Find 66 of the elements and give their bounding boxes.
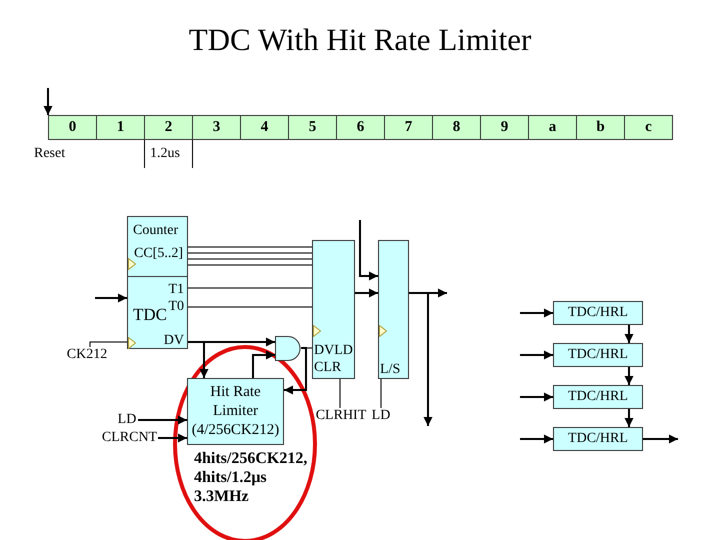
pin-label: DVLD <box>314 343 353 359</box>
timeline-cell: b <box>576 115 625 140</box>
tdc-hrl-block: TDC/HRL <box>553 301 643 325</box>
arrow <box>409 292 432 426</box>
tdc-hrl-block: TDC/HRL <box>553 343 643 367</box>
arrow <box>520 434 553 444</box>
tdc-hrl-block: TDC/HRL <box>553 427 643 451</box>
arrow <box>520 392 553 402</box>
timeline-cell: 8 <box>432 115 481 140</box>
arrow <box>252 350 275 378</box>
signal-label: CK212 <box>64 347 110 363</box>
wire <box>188 264 312 266</box>
timeline-cell: 4 <box>240 115 289 140</box>
timeline-cell: 6 <box>336 115 385 140</box>
pin-label: T0 <box>168 299 184 315</box>
wire <box>188 306 312 308</box>
arrow <box>95 294 127 302</box>
arrow <box>624 325 634 343</box>
limiter-block: Hit Rate Limiter (4/256CK212) <box>187 378 284 445</box>
pin-label: CLR <box>314 360 342 376</box>
pin-label: CC[5..2] <box>134 246 183 262</box>
arrow <box>520 350 553 360</box>
reset-label: Reset <box>34 146 66 162</box>
arrow <box>188 341 208 378</box>
timeline-cell: 5 <box>288 115 337 140</box>
and-gate-symbol <box>275 336 301 361</box>
arrow <box>359 220 378 280</box>
interval-label: 1.2us <box>150 146 180 162</box>
timeline-cell: 7 <box>384 115 433 140</box>
timeline-cell: 2 <box>144 115 193 140</box>
block-title: TDC <box>133 305 167 324</box>
arrow <box>44 88 52 115</box>
arrow <box>624 409 634 427</box>
pin-label: T1 <box>168 282 184 298</box>
register-block <box>312 240 355 379</box>
counter-block <box>127 216 188 277</box>
wire <box>188 252 312 254</box>
timeline-cell: 1 <box>96 115 145 140</box>
signal-label: LD <box>116 412 138 428</box>
diagram-title: TDC With Hit Rate Limiter <box>188 22 532 58</box>
timeline-cell: 3 <box>192 115 241 140</box>
wire <box>188 246 312 248</box>
timeline-cell: 9 <box>480 115 529 140</box>
wire <box>90 342 128 348</box>
timeline-cell: a <box>528 115 577 140</box>
arrow <box>520 308 553 318</box>
pin-label: L/S <box>380 362 400 378</box>
arrow <box>643 434 678 444</box>
signal-label: CLRHIT <box>314 408 368 424</box>
register-block <box>378 240 409 379</box>
arrow <box>284 347 307 394</box>
arrow <box>158 434 187 442</box>
wire <box>188 258 312 260</box>
pin-label: DV <box>164 333 184 349</box>
arrow <box>138 416 187 424</box>
signal-label: CLRCNT <box>101 430 158 446</box>
annotation-text: 4hits/256CK212, 4hits/1.2μs 3.3MHz <box>194 449 308 506</box>
arrow <box>624 367 634 385</box>
tdc-hrl-block: TDC/HRL <box>553 385 643 409</box>
signal-label: LD <box>370 408 392 424</box>
arrow <box>355 288 378 298</box>
block-title: Counter <box>133 223 178 239</box>
wire <box>380 378 382 408</box>
timeline-cell: 0 <box>48 115 97 140</box>
timeline-cell: c <box>624 115 673 140</box>
tdc-block <box>127 276 188 349</box>
